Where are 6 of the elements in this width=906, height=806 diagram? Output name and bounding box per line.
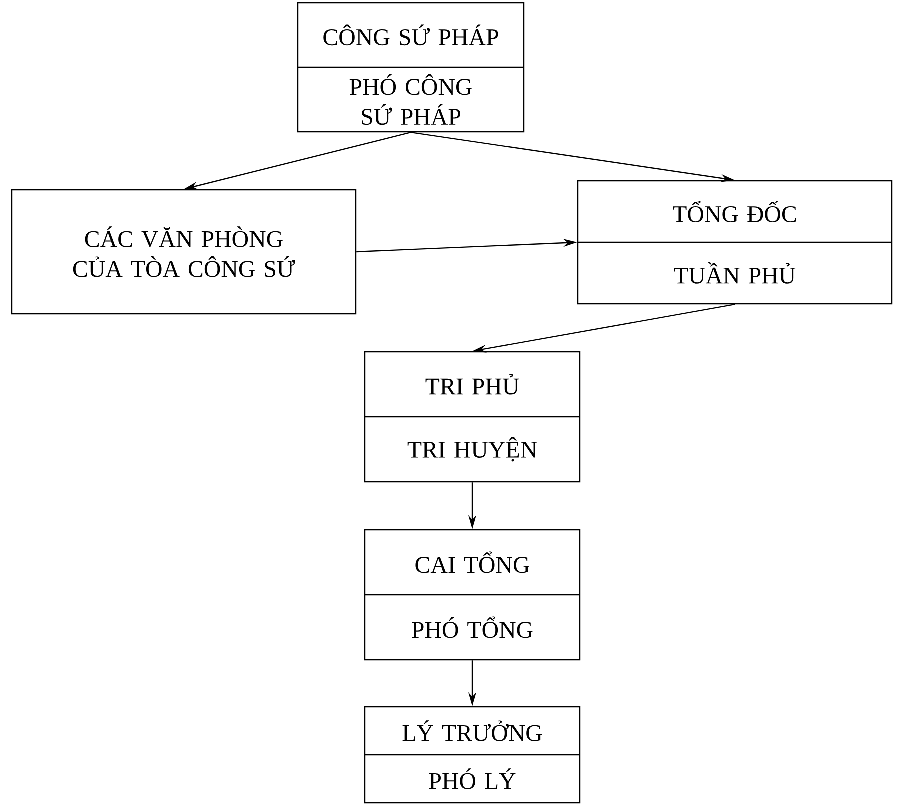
org-box: CÁC VĂN PHÒNG CỦA TÒA CÔNG SỨ [11, 189, 357, 315]
org-box: TỔNG ĐỐC TUẦN PHỦ [577, 180, 893, 305]
org-box: LÝ TRƯỞNG PHÓ LÝ [364, 706, 581, 804]
org-box: CÔNG SỨ PHÁP PHÓ CÔNG SỨ PHÁP [297, 2, 525, 133]
org-box: CAI TỔNG PHÓ TỔNG [364, 529, 581, 661]
org-box: TRI PHỦ TRI HUYỆN [364, 351, 581, 483]
